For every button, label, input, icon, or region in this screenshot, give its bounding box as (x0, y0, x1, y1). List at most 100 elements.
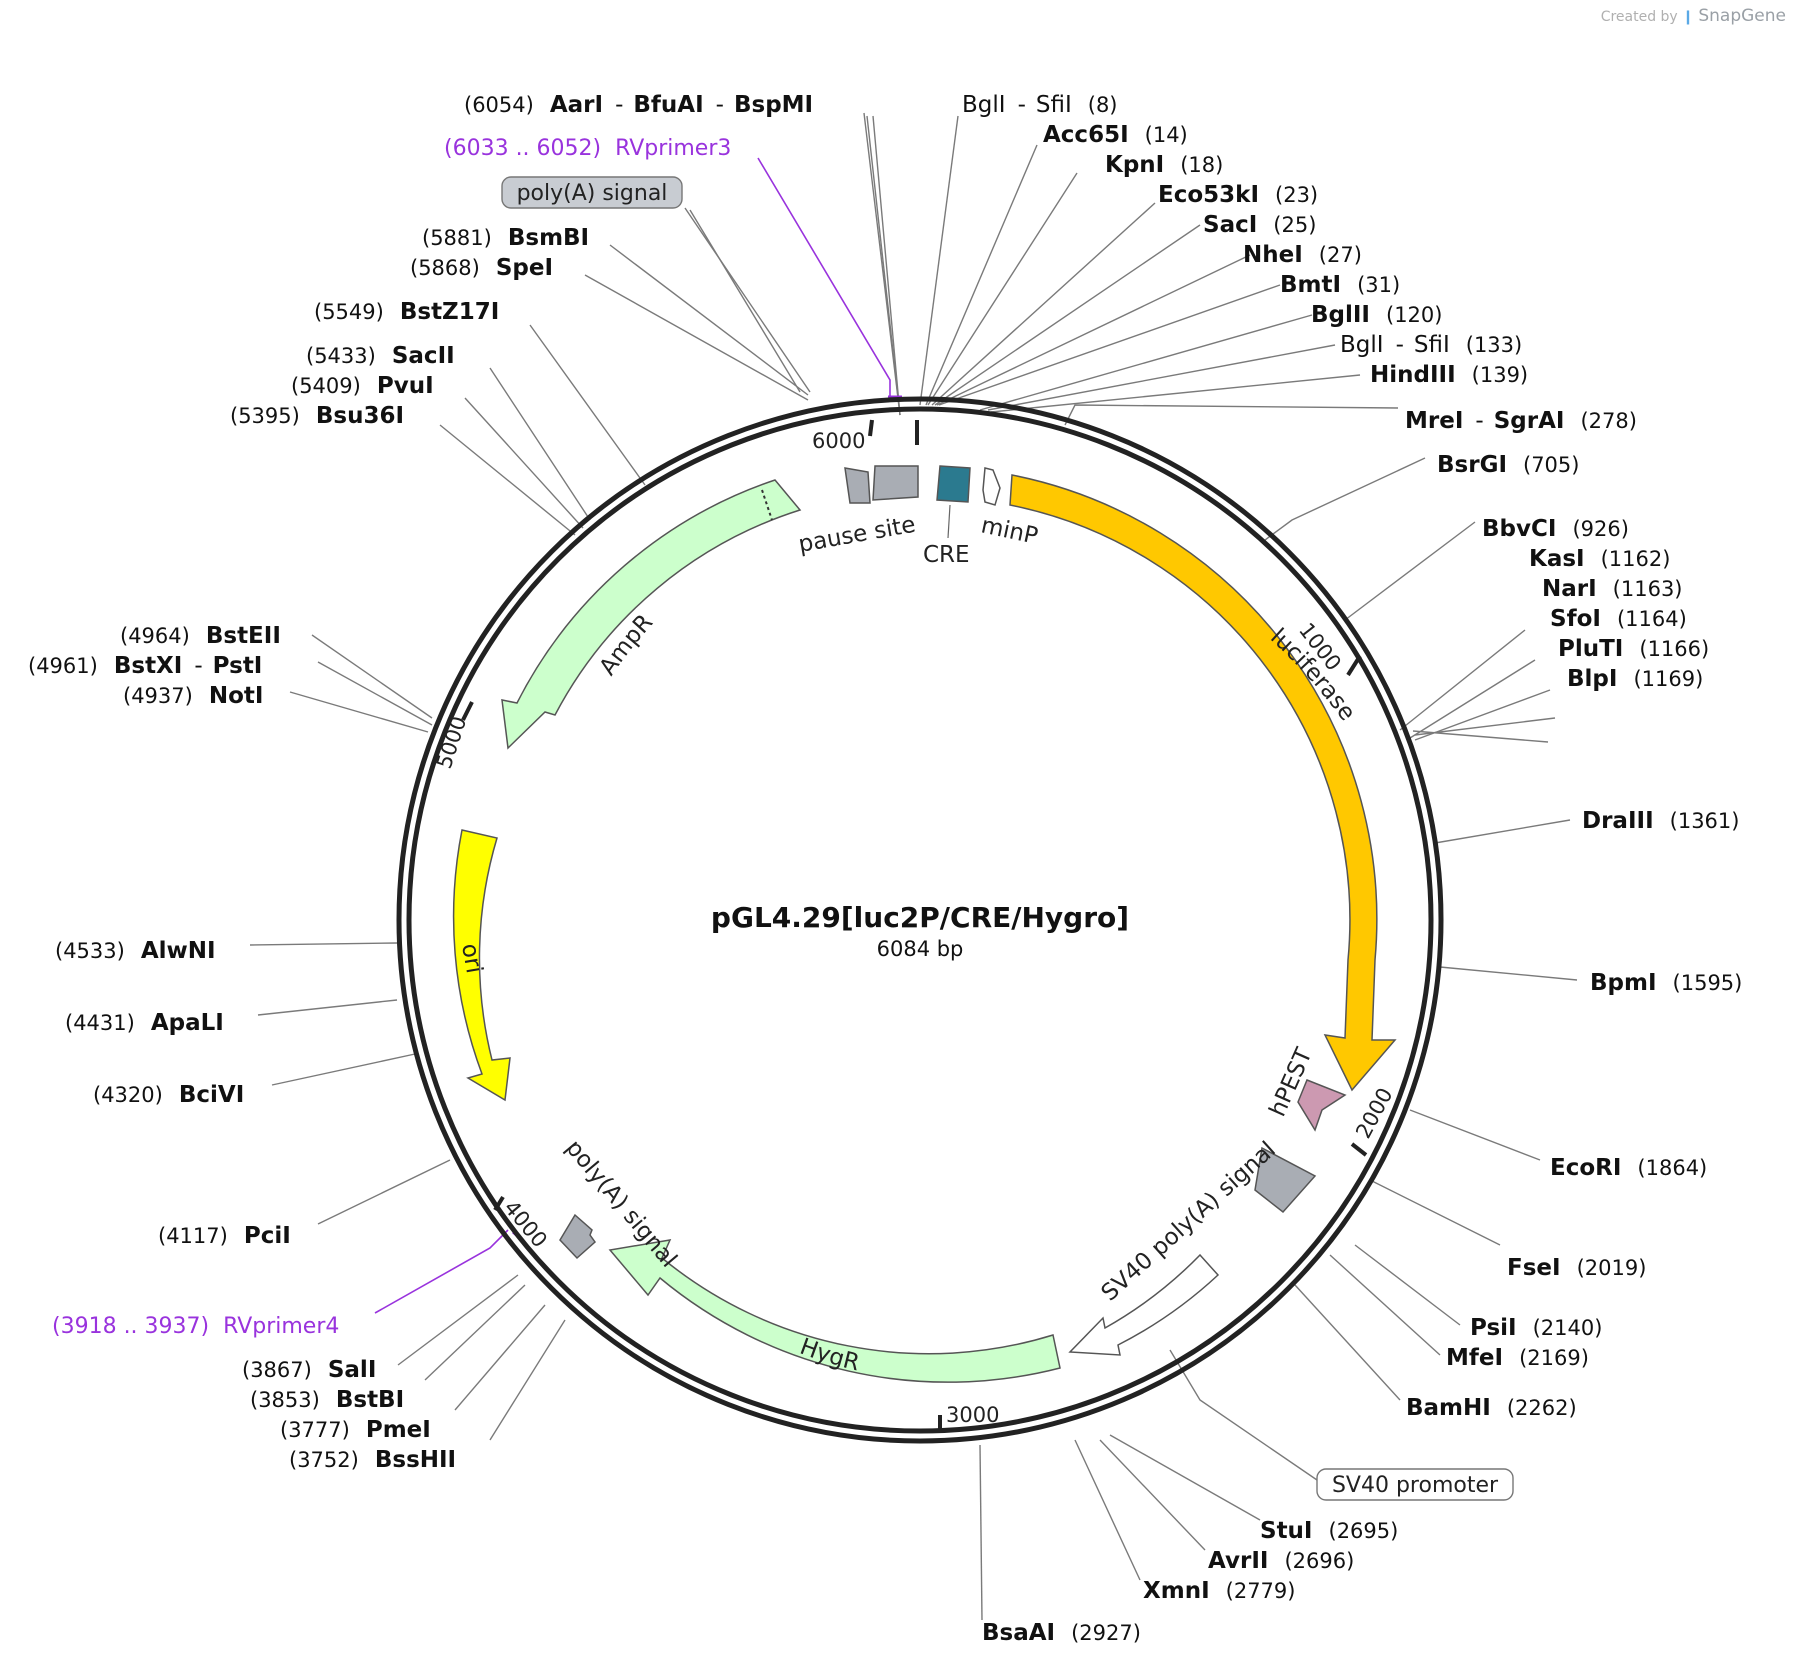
feature-pause-site-b[interactable] (872, 465, 919, 501)
site-label[interactable]: (4431)ApaLI (65, 1010, 224, 1036)
site-enzyme-name: XmnI (1143, 1578, 1210, 1604)
site-label[interactable]: MfeI(2169) (1446, 1345, 1589, 1371)
site-label[interactable]: SacI(25) (1203, 212, 1316, 238)
site-position: (2169) (1519, 1346, 1589, 1370)
site-enzyme-name: AlwNI (141, 938, 216, 964)
feature-pause-site-a[interactable] (844, 467, 871, 504)
site-label[interactable]: HindIII(139) (1370, 362, 1528, 388)
site-position: (2779) (1226, 1579, 1296, 1603)
site-label[interactable]: BamHI(2262) (1406, 1395, 1577, 1421)
site-label[interactable]: BlpI(1169) (1567, 666, 1703, 692)
site-label[interactable]: Eco53kI(23) (1158, 182, 1318, 208)
credit-brand: SnapGene (1698, 6, 1786, 26)
site-enzyme-name: AarI (550, 92, 603, 118)
site-label[interactable]: (5395)Bsu36I (230, 403, 404, 429)
site-position: (23) (1275, 183, 1318, 207)
site-label[interactable]: (4117)PciI (158, 1223, 291, 1249)
site-position: (2262) (1507, 1396, 1577, 1420)
site-position: (3777) (280, 1418, 350, 1442)
site-enzyme-name: BglII (1311, 302, 1370, 328)
site-label[interactable]: (6054)AarI-BfuAI-BspMI (464, 92, 813, 118)
site-label[interactable]: BpmI(1595) (1590, 970, 1742, 996)
callout-polya-signal[interactable]: poly(A) signal (501, 176, 683, 209)
feature-ori[interactable] (452, 829, 511, 1102)
site-label[interactable]: KpnI(18) (1105, 152, 1223, 178)
pause-site-text: pause site (797, 512, 918, 558)
site-label[interactable]: (4964)BstEII (120, 623, 281, 649)
feature-sv40-polya-signal[interactable] (1254, 1146, 1317, 1214)
site-label[interactable]: NarI(1163) (1542, 576, 1683, 602)
feature-hygr[interactable] (608, 1239, 1061, 1383)
site-label[interactable]: DraIII(1361) (1582, 808, 1739, 834)
feature-minp[interactable] (982, 467, 1001, 506)
site-label[interactable]: (5868)SpeI (410, 255, 553, 281)
feature-luciferase[interactable] (1009, 474, 1397, 1092)
site-label[interactable]: (5881)BsmBI (422, 225, 589, 251)
rvprimer4-label[interactable]: (3918 .. 3937)RVprimer4 (52, 1314, 339, 1339)
feature-sv40-promoter[interactable] (1068, 1253, 1220, 1356)
site-label[interactable]: SfoI(1164) (1550, 606, 1687, 632)
site-position: (2927) (1071, 1621, 1141, 1645)
ampr-dotted-mark (761, 489, 773, 521)
site-position: (6054) (464, 93, 534, 117)
tick-label-6000: 6000 (812, 429, 865, 453)
site-position: (2019) (1577, 1256, 1647, 1280)
site-label[interactable]: (5549)BstZ17I (314, 299, 499, 325)
site-label[interactable]: XmnI (2779) (1143, 1578, 1295, 1604)
site-label[interactable]: PsiI(2140) (1470, 1315, 1602, 1341)
site-label[interactable]: Acc65I(14) (1043, 122, 1188, 148)
site-label[interactable]: EcoRI(1864) (1550, 1155, 1707, 1181)
site-label[interactable]: (3777)PmeI (280, 1417, 431, 1443)
site-position: (5549) (314, 300, 384, 324)
site-separator: - (1018, 92, 1026, 118)
callout-sv40-promoter[interactable]: SV40 promoter (1316, 1468, 1514, 1501)
site-label[interactable]: AvrII(2696) (1208, 1548, 1354, 1574)
site-enzyme-name: NarI (1542, 576, 1597, 602)
site-label[interactable]: BsaAI(2927) (982, 1620, 1141, 1646)
site-label[interactable]: BsrGI(705) (1437, 452, 1579, 478)
site-label[interactable]: BmtI(31) (1280, 272, 1400, 298)
label-ori: ori (456, 942, 487, 976)
site-position: (14) (1145, 123, 1188, 147)
site-label[interactable]: BglI-SfiI(133) (1340, 332, 1522, 358)
site-enzyme-name: BfuAI (633, 92, 703, 118)
site-label[interactable]: (4937)NotI (123, 683, 263, 709)
site-label[interactable]: (3853)BstBI (250, 1387, 404, 1413)
site-label[interactable]: MreI-SgrAI(278) (1405, 408, 1637, 434)
site-label[interactable]: BglII(120) (1311, 302, 1442, 328)
site-label[interactable]: KasI(1162) (1529, 546, 1670, 572)
site-enzyme-name: Bsu36I (316, 403, 404, 429)
site-label[interactable]: BbvCI(926) (1482, 516, 1629, 542)
site-label[interactable]: (4961)BstXI-PstI (28, 653, 262, 679)
site-enzyme-name: SgrAI (1494, 408, 1565, 434)
site-label[interactable]: (4320)BciVI (93, 1082, 244, 1108)
site-label[interactable]: BglI-SfiI(8) (962, 92, 1118, 118)
site-label[interactable]: (5433)SacII (306, 343, 455, 369)
site-position: (1864) (1637, 1156, 1707, 1180)
site-label[interactable]: (4533)AlwNI (55, 938, 216, 964)
site-label[interactable]: (5409)PvuI (291, 373, 434, 399)
site-enzyme-name: SfiI (1036, 92, 1072, 118)
feature-cre[interactable] (936, 465, 971, 503)
callout-polya-text: poly(A) signal (517, 181, 668, 206)
cre-leader (947, 504, 951, 539)
site-label[interactable]: PluTI(1166) (1558, 636, 1709, 662)
ori-text: ori (456, 942, 487, 976)
site-label[interactable]: StuI(2695) (1260, 1518, 1398, 1544)
site-position: (1361) (1670, 809, 1740, 833)
feature-polya-signal[interactable] (559, 1213, 597, 1260)
site-label[interactable]: NheI(27) (1243, 242, 1362, 268)
feature-ampr[interactable] (501, 479, 802, 750)
rvprimer3-label[interactable]: (6033 .. 6052)RVprimer3 (444, 136, 731, 161)
site-label[interactable]: (3752)BssHII (289, 1447, 456, 1473)
site-position: (926) (1572, 517, 1628, 541)
site-label[interactable]: FseI(2019) (1507, 1255, 1646, 1281)
site-label[interactable]: (3867)SalI (242, 1357, 376, 1383)
rvprimer3-range: (6033 .. 6052) (444, 136, 601, 161)
feature-hpest[interactable] (1297, 1079, 1347, 1132)
site-enzyme-name: StuI (1260, 1518, 1313, 1544)
site-position: (8) (1088, 93, 1118, 117)
tick-label-3000: 3000 (946, 1403, 999, 1427)
